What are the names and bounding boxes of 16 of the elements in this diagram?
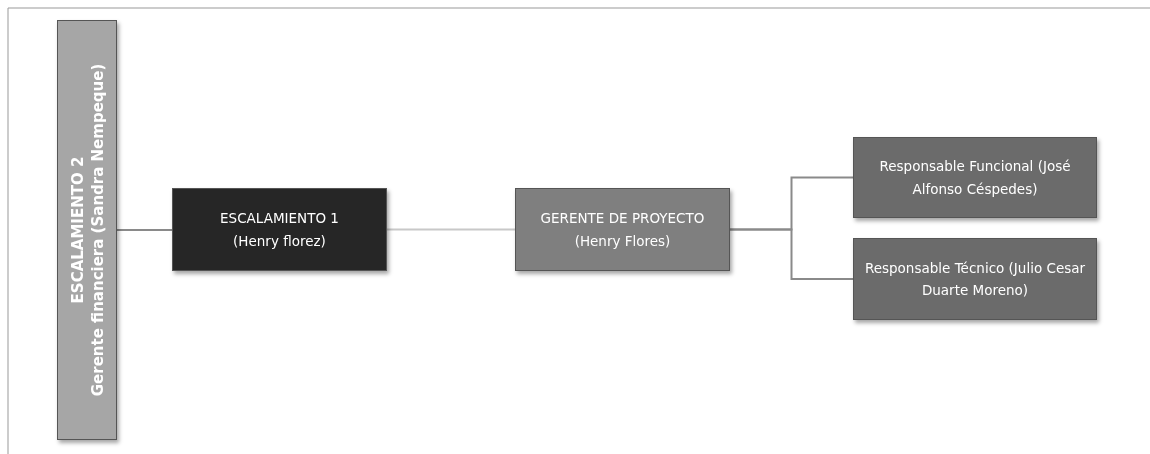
org-box [172,188,387,271]
org-box [515,188,730,271]
box-subtitle: Gerente financiera (Sandra Nempeque) [88,63,108,397]
box-title: ESCALAMIENTO 1 [220,209,339,229]
connector-line [386,228,516,231]
box-title: GERENTE DE PROYECTO [540,209,705,229]
org-box [853,238,1097,320]
vertical-banner [57,20,117,440]
connector-line [729,228,854,280]
box-title: ESCALAMIENTO 2 [67,156,88,304]
box-title: Responsable Funcional (José Alfonso Céspedes) [878,157,1072,199]
connector-line [116,229,173,231]
box-subtitle: (Henry Flores) [574,231,671,251]
org-box [853,137,1097,218]
box-subtitle: (Henry florez) [233,231,326,251]
box-title: Responsable Técnico (Julio Cesar Duarte Moreno) [864,258,1086,300]
